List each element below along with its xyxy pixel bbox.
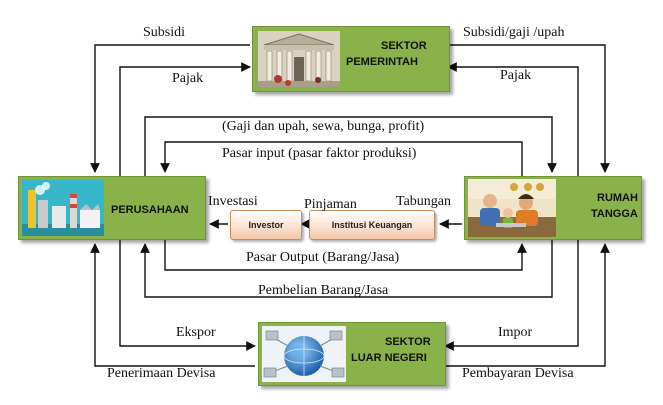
label-pembayaran-devisa: Pembayaran Devisa [462, 366, 574, 381]
label-subsidi-left: Subsidi [143, 25, 186, 40]
investor-label: Investor [248, 220, 284, 230]
label-investasi: Investasi [208, 194, 258, 209]
arrow-pajak-left [119, 62, 251, 178]
company-box: PERUSAHAAN [18, 176, 206, 240]
arrow-pasar-input [160, 141, 523, 178]
label-gaji: (Gaji dan upah, sewa, bunga, profit) [222, 119, 425, 134]
arrow-penerimaan [90, 243, 255, 367]
arrow-impor [444, 240, 579, 351]
household-box: RUMAH TANGGA [464, 176, 642, 240]
label-subsidi-right: Subsidi/gaji /upah [463, 25, 565, 40]
government-label-line1: SEKTOR [381, 40, 427, 52]
arrow-pasar-output [164, 240, 527, 271]
company-label: PERUSAHAAN [111, 204, 189, 216]
family-icon [468, 179, 556, 237]
household-label-line2: TANGGA [591, 208, 638, 220]
label-tabungan: Tabungan [396, 194, 452, 209]
label-pembelian: Pembelian Barang/Jasa [258, 283, 389, 298]
investor-box: Investor [230, 210, 302, 240]
factory-icon [22, 180, 104, 236]
government-building-icon [258, 31, 340, 87]
label-ekspor: Ekspor [176, 325, 216, 340]
household-label-line1: RUMAH [597, 192, 638, 204]
government-sector-box: SEKTOR PEMERINTAH [252, 26, 450, 92]
label-pasar-output: Pasar Output (Barang/Jasa) [246, 250, 400, 265]
label-penerimaan-devisa: Penerimaan Devisa [107, 366, 216, 381]
arrow-ekspor [119, 240, 256, 351]
foreign-label-line2: LUAR NEGERI [351, 352, 427, 364]
arrow-pembayaran [445, 243, 610, 367]
arrow-subsidi-left [90, 44, 250, 173]
label-pajak-left: Pajak [172, 71, 204, 86]
arrow-pajak-right [447, 62, 579, 178]
government-label-line2: PEMERINTAH [346, 56, 418, 68]
label-pasar-input: Pasar input (pasar faktor produksi) [222, 146, 417, 161]
globe-network-icon [262, 326, 346, 382]
foreign-label-line1: SEKTOR [385, 336, 431, 348]
label-impor: Impor [498, 325, 533, 340]
financial-institution-label: Institusi Keuangan [331, 220, 413, 230]
label-pinjaman: Pinjaman [304, 197, 357, 212]
arrow-gaji [144, 116, 557, 178]
foreign-sector-box: SEKTOR LUAR NEGERI [258, 322, 446, 386]
arrow-subsidi-right [448, 44, 610, 173]
financial-institution-box: Institusi Keuangan [309, 210, 435, 240]
arrow-pembelian [140, 240, 553, 298]
label-pajak-right: Pajak [500, 68, 532, 83]
